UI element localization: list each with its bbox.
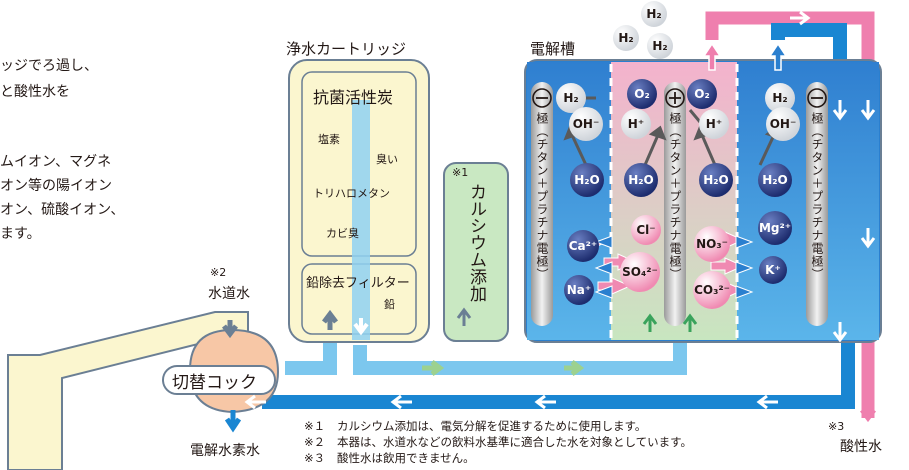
mol-o2-1: O₂ (634, 87, 649, 101)
positive-electrode (664, 82, 686, 326)
positive-electrode-label: 極（チタン＋プラチナ電極） (668, 111, 682, 281)
ion-arrows-blue (594, 235, 754, 299)
switch-cock-label: 切替コック (172, 373, 257, 393)
footnote-3-mark: ※３ (304, 451, 326, 465)
cartridge-title: 浄水カートリッジ (286, 40, 407, 58)
intro-line-5: オン、硫酸イオン、 (0, 202, 125, 218)
footnote-2-text: 本器は、水道水などの飲料水基準に適合した水を対象としています。 (337, 435, 693, 449)
mol-hplus-2: H⁺ (706, 117, 722, 131)
acid-water-label: 酸性水 (840, 439, 882, 455)
minus-sign-right (807, 88, 827, 108)
calcium-add-label: カルシウム添加 (466, 183, 486, 302)
footnote-1-mark: ※１ (304, 419, 326, 433)
cell-in-arrow (642, 313, 658, 332)
mol-ca: Ca²⁺ (569, 239, 598, 253)
tap-mark: ※2 (210, 266, 227, 279)
return-arrow-3 (756, 394, 778, 410)
cell-title: 電解槽 (530, 40, 576, 58)
cartridge-water-stream (352, 100, 370, 340)
mol-no3: NO₃⁻ (696, 237, 728, 251)
negative-electrode-right (806, 82, 828, 326)
mol-h2-mid: H₂ (618, 31, 633, 45)
return-arrow-2 (534, 394, 556, 410)
mol-h2o-4: H₂O (762, 173, 788, 187)
mol-h2-right: H₂ (652, 39, 667, 53)
mold-label: カビ臭 (326, 227, 359, 240)
mol-h2o-2: H₂O (628, 173, 654, 187)
hydrogen-water-label: 電解水素水 (190, 443, 260, 459)
mol-hplus-1: H⁺ (628, 117, 644, 131)
intro-line-4: オン等の陽イオン (0, 178, 112, 194)
footnote-1-text: カルシウム添加は、電気分解を促進するために使用します。 (337, 419, 647, 433)
mol-oh-right: OH⁻ (770, 117, 797, 131)
mol-h2o-3: H₂O (703, 173, 729, 187)
minus-sign-left (532, 88, 552, 108)
return-arrow-1 (390, 394, 412, 410)
carbon-down-arrow (353, 318, 369, 336)
intro-line-6: ます。 (0, 226, 41, 242)
intro-line-3: ムイオン、マグネ (0, 154, 112, 170)
acid-up-arrow (702, 42, 722, 71)
plus-sign (665, 88, 685, 108)
lead-filter-label: 鉛除去フィルター (306, 276, 410, 291)
channel-arrow-2 (564, 360, 585, 376)
carbon-title: 抗菌活性炭 (313, 88, 394, 107)
right-down-arrow-1 (832, 100, 848, 121)
mol-o2-2: O₂ (694, 87, 709, 101)
acid-top-arrow (790, 10, 811, 26)
hydrogen-up-arrow (768, 42, 788, 71)
mol-co3: CO₃²⁻ (694, 283, 730, 297)
hydrogen-water-arrow (224, 410, 242, 433)
footnote-2-mark: ※２ (304, 435, 326, 449)
calcium-up-arrow (456, 307, 472, 326)
channel-arrow-1 (422, 360, 445, 376)
right-down-arrow-2 (832, 322, 848, 343)
intro-line-2: と酸性水を (0, 84, 70, 100)
mol-k: K⁺ (765, 263, 781, 277)
mol-h2-cathode-right: H₂ (772, 91, 787, 105)
mol-so4: SO₄²⁻ (622, 265, 658, 279)
mol-na: Na⁺ (567, 283, 591, 297)
acid-side-arrow-2 (860, 228, 876, 249)
acid-side-arrow-1 (860, 100, 876, 121)
negative-electrode-left-label: 極（チタン＋プラチナ電極） (535, 111, 549, 281)
acid-mark: ※3 (828, 420, 845, 433)
cartridge-up-arrow (322, 309, 338, 330)
chlorine-label: 塩素 (318, 133, 340, 146)
molecule-balls (556, 1, 800, 309)
tap-water-label: 水道水 (208, 286, 250, 302)
cell-out-channel (353, 340, 687, 375)
acid-down-arrow (860, 400, 876, 423)
mol-oh-left: OH⁻ (573, 117, 600, 131)
switch-cock-label-bg (162, 365, 276, 395)
lead-label: 鉛 (384, 298, 395, 311)
odor-label: 臭い (376, 153, 398, 166)
mol-h2o-1: H₂O (574, 173, 600, 187)
mol-cl: Cl⁻ (636, 223, 655, 237)
negative-electrode-right-label: 極（チタン＋プラチナ電極） (810, 111, 824, 281)
tap-down-arrow (222, 320, 238, 339)
intro-line-1: ッジでろ過し、 (0, 58, 98, 74)
mol-h2-top: H₂ (646, 7, 661, 21)
mol-h2-cathode-left: H₂ (563, 91, 578, 105)
return-arrow-4 (244, 394, 266, 410)
mol-mg: Mg²⁺ (759, 221, 791, 235)
trihalomethane-label: トリハロメタン (313, 187, 390, 200)
calcium-column (443, 162, 509, 342)
calcium-mark: ※1 (452, 166, 469, 179)
tap-to-cartridge (285, 335, 337, 375)
footnote-3-text: 酸性水は飲用できません。 (337, 451, 475, 465)
negative-electrode-left (531, 82, 553, 326)
cell-in-arrow-2 (682, 313, 698, 332)
